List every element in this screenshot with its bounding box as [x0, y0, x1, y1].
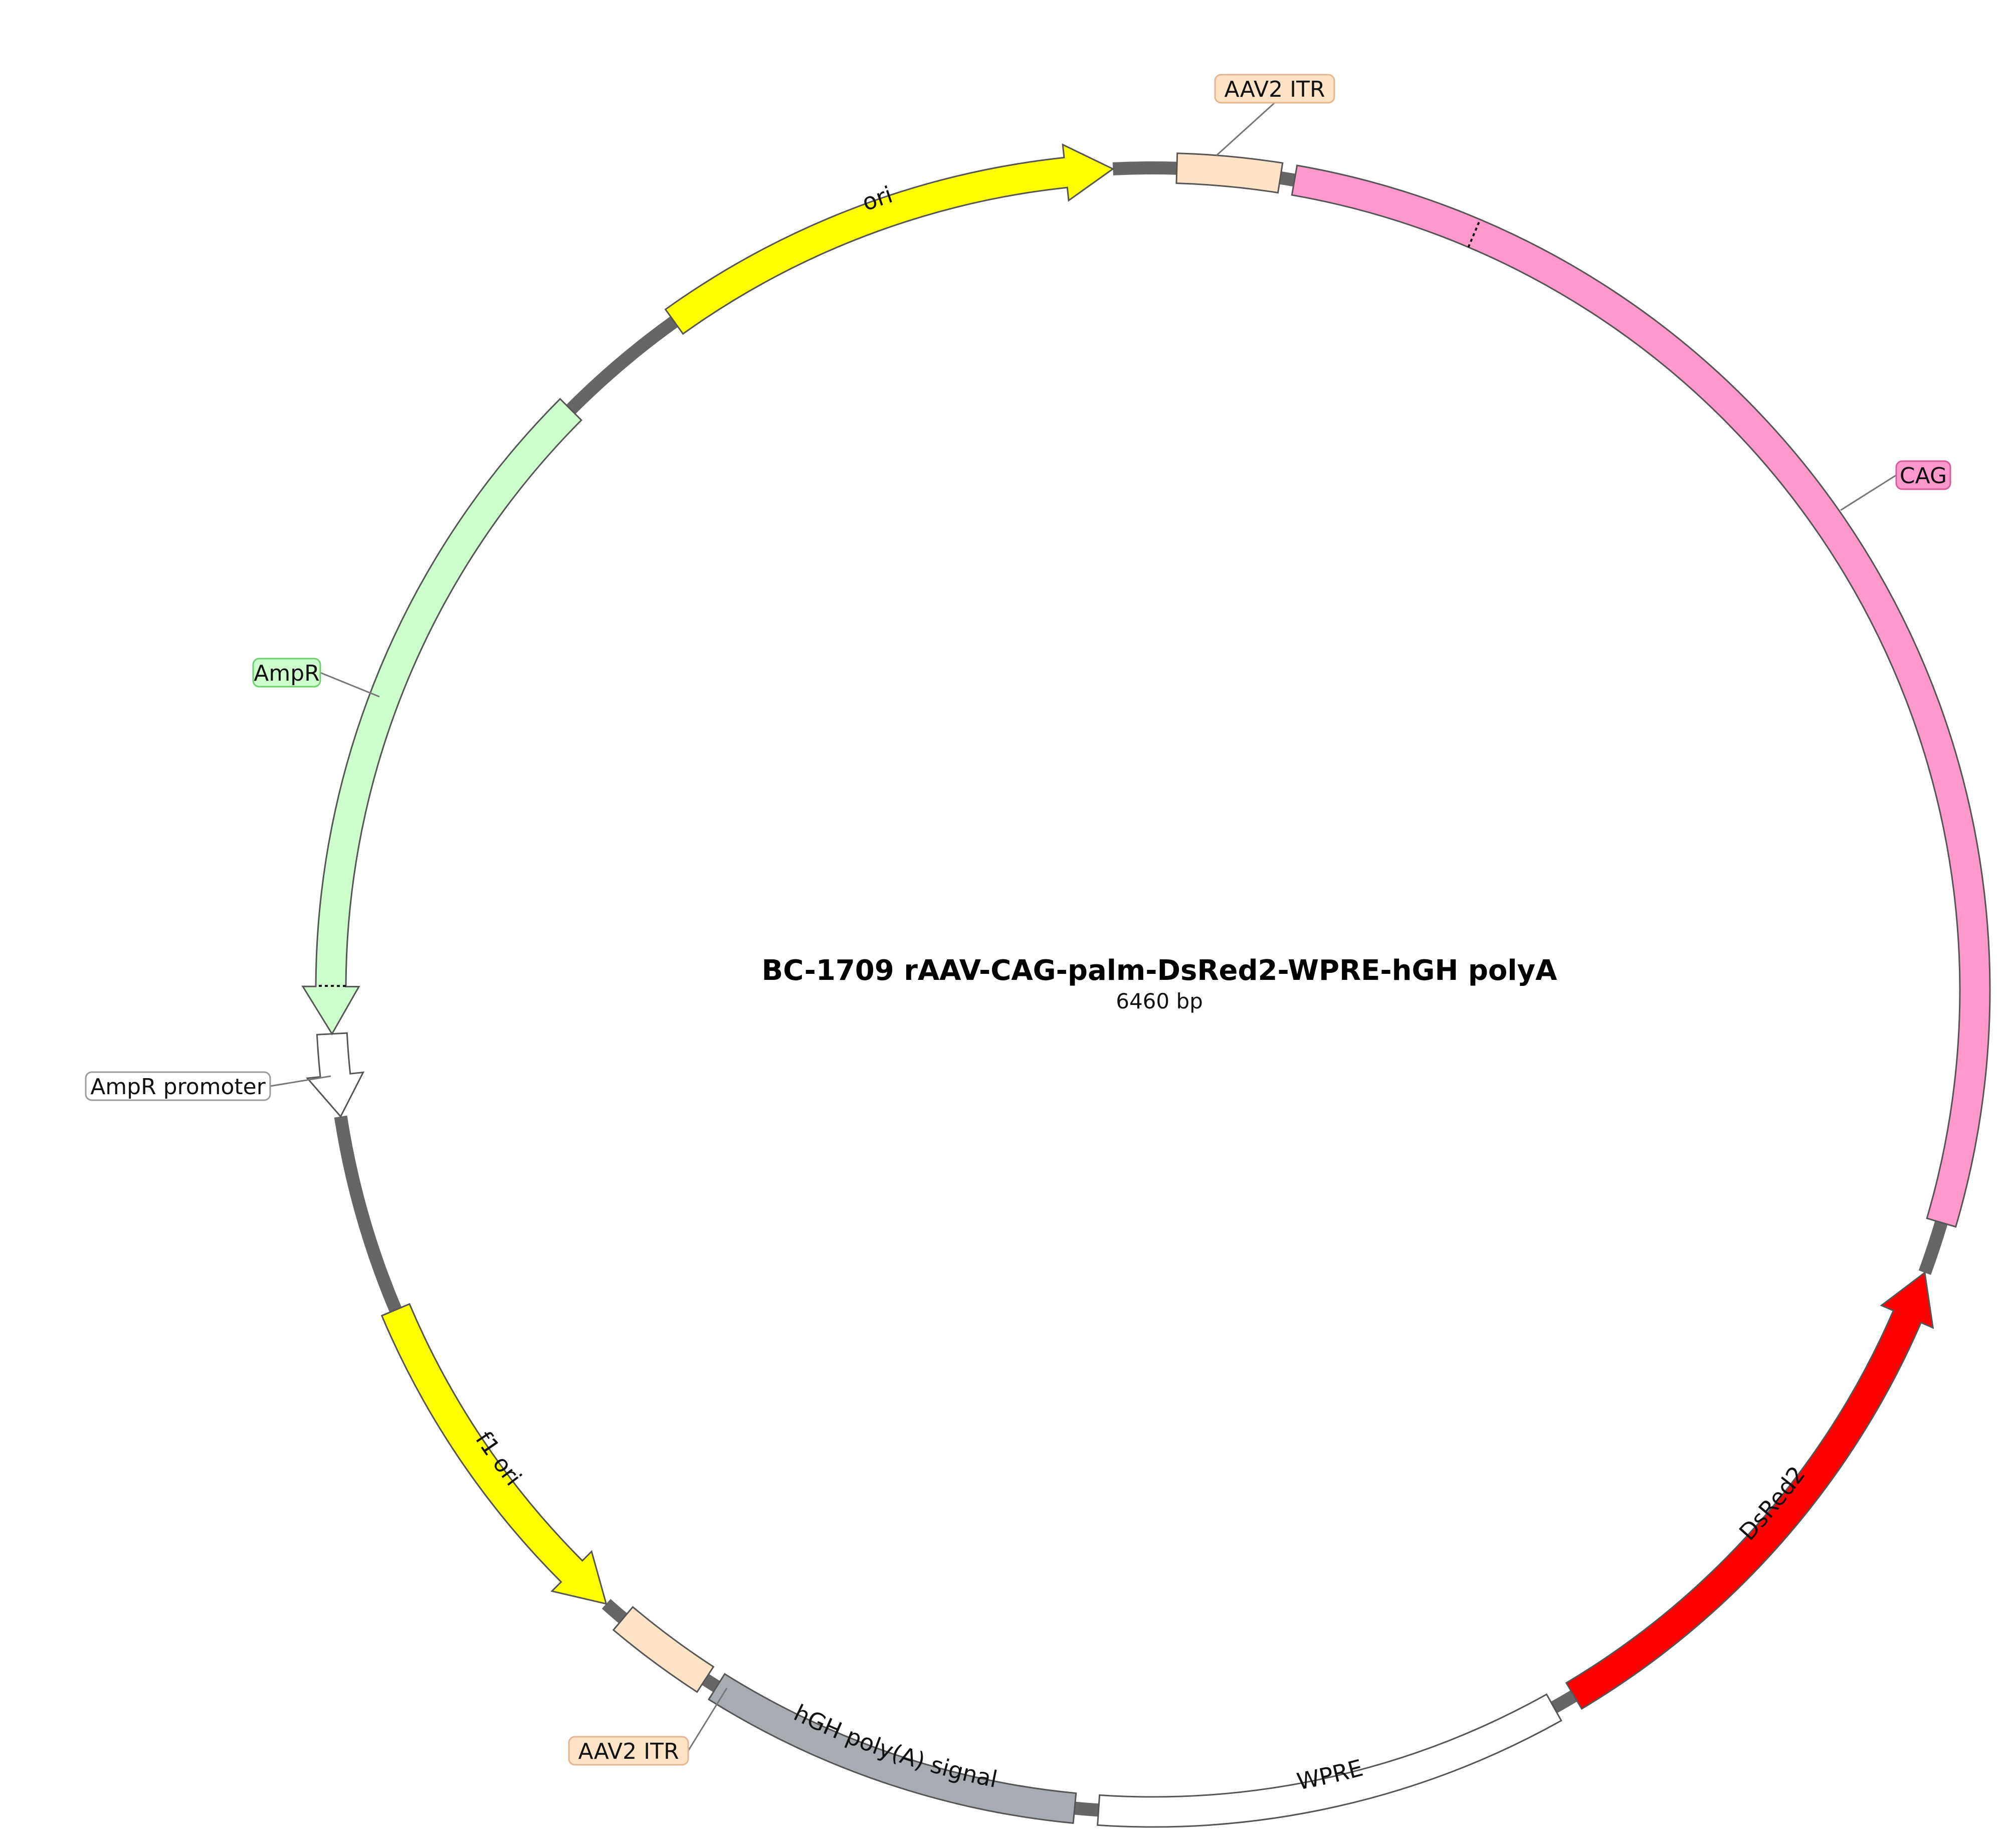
aav2-itr-1-shape[interactable] [1175, 152, 1284, 194]
backbone-segment [1550, 1690, 1577, 1713]
label-text: AmpR promoter [90, 1074, 266, 1100]
label-text: CAG [1900, 463, 1947, 489]
dsred2-feature[interactable]: DsRed2 [1565, 1270, 1934, 1710]
label-box [568, 1736, 689, 1766]
backbone-segment [1279, 171, 1296, 187]
leader-line [1216, 102, 1276, 156]
label-layer: AAV2 ITR CAG AAV2 ITR AmpR AmpR promoter [85, 74, 1951, 1766]
map-title: BC-1709 rAAV-CAG-palm-DsRed2-WPRE-hGH po… [762, 954, 1558, 987]
ampr-promoter-external-label[interactable]: AmpR promoter [85, 1071, 331, 1101]
leader-line [270, 1075, 331, 1087]
label-text: AAV2 ITR [1224, 77, 1325, 102]
cag-external-label[interactable]: CAG [1840, 460, 1951, 511]
label-box [252, 658, 321, 688]
leader-line [687, 1688, 728, 1751]
leader-line [320, 672, 380, 698]
dsred2-label-path [1569, 1270, 1916, 1688]
wpre-feature[interactable]: WPRE [1097, 1693, 1562, 1828]
map-center-text: BC-1709 rAAV-CAG-palm-DsRed2-WPRE-hGH po… [762, 954, 1558, 1013]
backbone-segment [334, 1115, 402, 1313]
dsred2-shape[interactable] [1565, 1271, 1934, 1710]
hgh-polya-feature[interactable]: hGH poly(A) signal [707, 1673, 1077, 1824]
backbone-segment [566, 316, 678, 415]
backbone-segment [701, 1674, 720, 1693]
aav2-itr-2-external-label[interactable]: AAV2 ITR [568, 1688, 728, 1766]
f1-ori-feature[interactable]: f1 ori [380, 1303, 613, 1605]
aav2-itr-2-feature[interactable] [612, 1605, 715, 1693]
backbone-segment [601, 1599, 628, 1623]
ampr-promoter-feature[interactable] [306, 1032, 365, 1118]
backbone-segment [1112, 161, 1177, 175]
hgh-polya-shape[interactable] [707, 1673, 1077, 1824]
wpre-shape[interactable] [1097, 1693, 1562, 1828]
ori-feature[interactable]: ori [664, 143, 1115, 335]
ampr-shape[interactable] [301, 397, 583, 1036]
backbone-segment [1918, 1220, 1948, 1275]
label-box [1214, 74, 1335, 104]
cag-segment-divider [1467, 219, 1481, 248]
aav2-itr-1-external-label[interactable]: AAV2 ITR [1214, 74, 1335, 156]
ampr-promoter-shape[interactable] [306, 1032, 365, 1118]
backbone-segment [1074, 1801, 1099, 1817]
map-length: 6460 bp [1116, 989, 1203, 1013]
label-box [85, 1071, 271, 1101]
aav2-itr-1-feature[interactable] [1175, 152, 1284, 194]
aav2-itr-2-shape[interactable] [612, 1605, 715, 1693]
ampr-feature[interactable] [301, 397, 583, 1036]
leader-line [1840, 474, 1897, 511]
label-text: AAV2 ITR [578, 1739, 679, 1764]
label-text: AmpR [254, 661, 319, 686]
cag-feature[interactable] [1291, 164, 1991, 1228]
ampr-external-label[interactable]: AmpR [252, 658, 380, 698]
ori-shape[interactable] [664, 143, 1115, 335]
cag-shape[interactable] [1291, 164, 1991, 1228]
f1-ori-shape[interactable] [380, 1303, 608, 1605]
label-box [1895, 460, 1951, 490]
